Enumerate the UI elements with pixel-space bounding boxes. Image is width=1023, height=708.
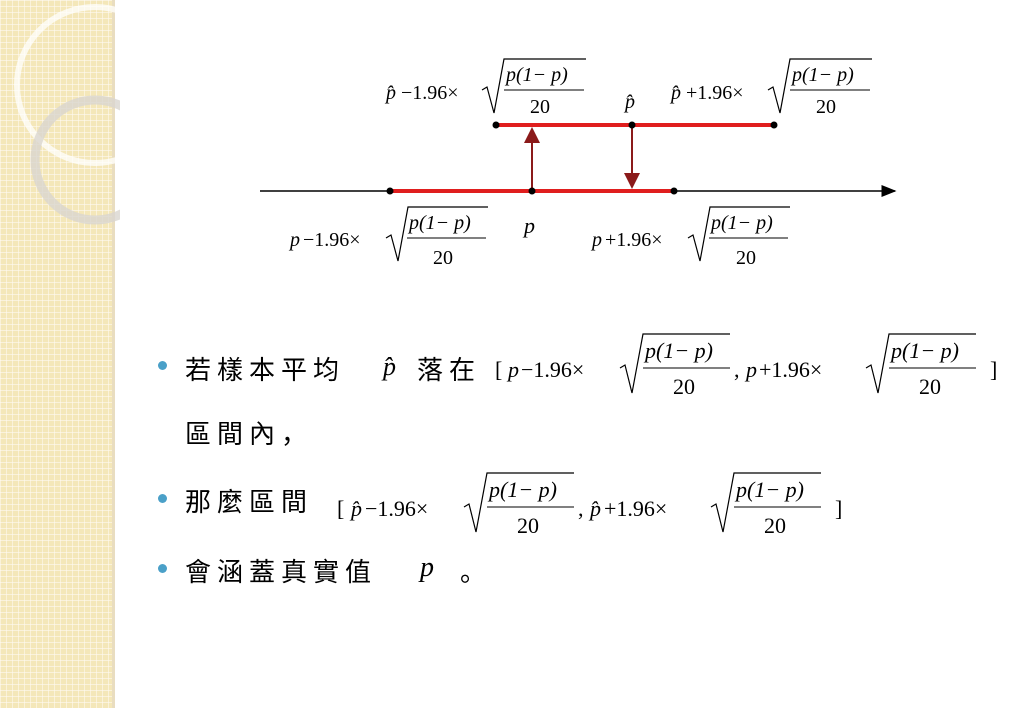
bullet-dot [158,564,167,573]
interval-endpoint [386,187,394,195]
bottom-left-formula: p −1.96× p(1− p) 20 [288,206,488,269]
svg-text:+1.96×: +1.96× [604,496,667,521]
bullet-1-phat: p̂ [383,352,396,381]
svg-text:p: p [590,229,602,251]
decorative-ring-lower [30,95,120,225]
bullet-2-interval-formula: [ p̂ −1.96× p(1− p) 20 , p̂ +1.96× p(1− … [337,472,842,538]
decorative-sidebar [0,0,120,708]
svg-text:p(1− p): p(1− p) [643,338,713,363]
interval-endpoint [492,121,500,129]
svg-text:p(1− p): p(1− p) [407,212,471,234]
bullet-dot [158,361,167,370]
svg-text:p: p [506,357,519,382]
svg-text:+1.96×: +1.96× [605,229,663,251]
svg-text:20: 20 [764,513,786,538]
svg-text:p(1− p): p(1− p) [709,212,773,234]
confidence-interval-diagram: p̂ −1.96× p(1− p) 20 p̂ p̂ +1.96× p(1− p… [260,58,897,269]
top-left-formula: p̂ −1.96× p(1− p) 20 [384,58,586,118]
bullet-1-text-2: 落在 [417,356,482,386]
svg-text:+1.96×: +1.96× [686,82,744,104]
bullet-3-end: 。 [460,558,493,588]
svg-text:−1.96×: −1.96× [521,357,584,382]
bullet-1-text: 若樣本平均 [185,356,346,386]
svg-text:20: 20 [517,513,539,538]
svg-text:p̂: p̂ [669,82,681,104]
svg-text:20: 20 [433,247,453,269]
svg-text:p: p [288,229,300,251]
svg-text:,: , [734,357,740,382]
svg-text:]: ] [835,496,842,521]
svg-text:−1.96×: −1.96× [365,496,428,521]
svg-text:20: 20 [530,96,550,118]
bullet-1-line-2: 區間內， [185,420,314,450]
decorative-ring-upper [14,4,120,166]
bullet-2-text: 那麼區間 [185,488,314,518]
interval-endpoint [628,121,636,129]
top-mid-phat-label: p̂ [623,91,635,113]
svg-text:+1.96×: +1.96× [759,357,822,382]
svg-text:20: 20 [816,96,836,118]
interval-endpoint [528,187,536,195]
svg-text:20: 20 [673,374,695,399]
top-right-formula: p̂ +1.96× p(1− p) 20 [669,58,872,118]
svg-text:]: ] [990,357,997,382]
svg-text:p(1− p): p(1− p) [734,477,804,502]
svg-text:−1.96×: −1.96× [401,82,459,104]
svg-text:,: , [578,496,584,521]
svg-text:p: p [744,357,757,382]
bullet-1-interval-formula: [ p −1.96× p(1− p) 20 , p +1.96× p(1− p)… [495,333,997,399]
svg-text:[: [ [337,496,344,521]
bullet-dot [158,494,167,503]
svg-text:[: [ [495,357,502,382]
svg-text:p̂: p̂ [588,496,601,521]
svg-text:−1.96×: −1.96× [303,229,361,251]
svg-text:p(1− p): p(1− p) [790,64,854,86]
bottom-right-formula: p +1.96× p(1− p) 20 [590,206,790,269]
interval-endpoint [670,187,678,195]
bullet-3: 會涵蓋真實值 p 。 [155,548,655,592]
svg-text:p(1− p): p(1− p) [889,338,959,363]
svg-text:p(1− p): p(1− p) [487,477,557,502]
bottom-mid-p-label: p [522,213,535,238]
svg-text:p̂: p̂ [349,496,362,521]
interval-endpoint [770,121,778,129]
svg-text:20: 20 [736,247,756,269]
svg-text:p̂: p̂ [384,82,396,104]
bullet-1: 若樣本平均 p̂ 落在 [ p −1.96× p(1− p) 20 , p +1… [155,330,1015,450]
bullet-3-text: 會涵蓋真實值 [185,558,378,588]
svg-text:p(1− p): p(1− p) [504,64,568,86]
bullet-2: 那麼區間 [ p̂ −1.96× p(1− p) 20 , p̂ +1.96× … [155,470,875,550]
bullet-3-p: p [420,552,434,583]
svg-text:20: 20 [919,374,941,399]
